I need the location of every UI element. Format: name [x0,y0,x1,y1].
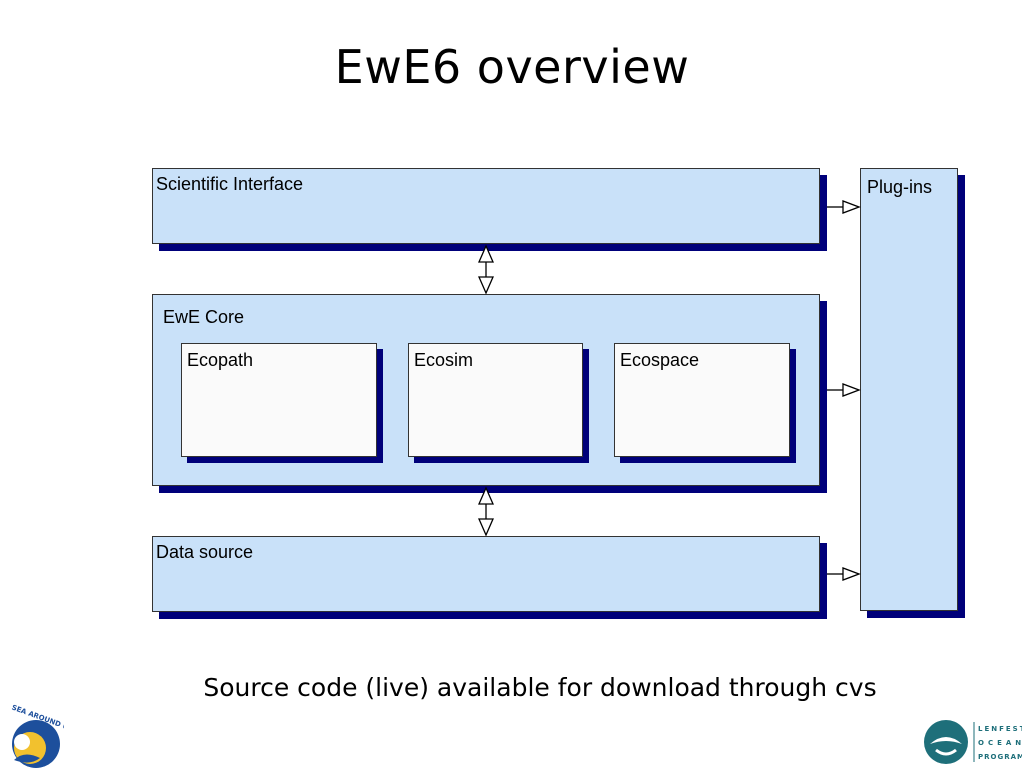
interface-core-arrow-up [478,244,494,263]
core-plugin-arrow [842,383,861,397]
svg-text:LENFEST: LENFEST [978,725,1022,733]
data-source-label: Data source [156,542,254,562]
lenfest-ocean-program-logo: LENFEST OCEAN PROGRAM [924,720,1022,764]
ewe-core-label: EwE Core [163,307,245,327]
slide-title: EwE6 overview [334,40,690,94]
scientific-interface-label: Scientific Interface [156,174,304,194]
interface-core-arrow-down [478,276,494,295]
ecosim-label: Ecosim [414,350,474,370]
scientific-interface-box: Scientific Interface [152,168,820,244]
data-source-box: Data source [152,536,820,612]
plugins-box: Plug-ins [860,168,958,611]
plugins-label: Plug-ins [867,177,933,197]
ecosim-box: Ecosim [408,343,583,457]
core-datasource-arrow-up [478,486,494,505]
ecospace-box: Ecospace [614,343,790,457]
slide-caption: Source code (live) available for downloa… [203,673,877,702]
interface-plugin-arrow [842,200,861,214]
ewe-core-box: EwE Core Ecopath Ecosim Ecospace [152,294,820,486]
core-datasource-arrow-down [478,518,494,537]
ecospace-label: Ecospace [620,350,700,370]
svg-text:OCEAN: OCEAN [978,739,1022,747]
datasource-plugin-arrow [842,567,861,581]
svg-text:PROGRAM: PROGRAM [978,753,1022,761]
ecopath-label: Ecopath [187,350,254,370]
ecopath-box: Ecopath [181,343,377,457]
sea-around-us-logo: SEA AROUND US [11,704,64,768]
